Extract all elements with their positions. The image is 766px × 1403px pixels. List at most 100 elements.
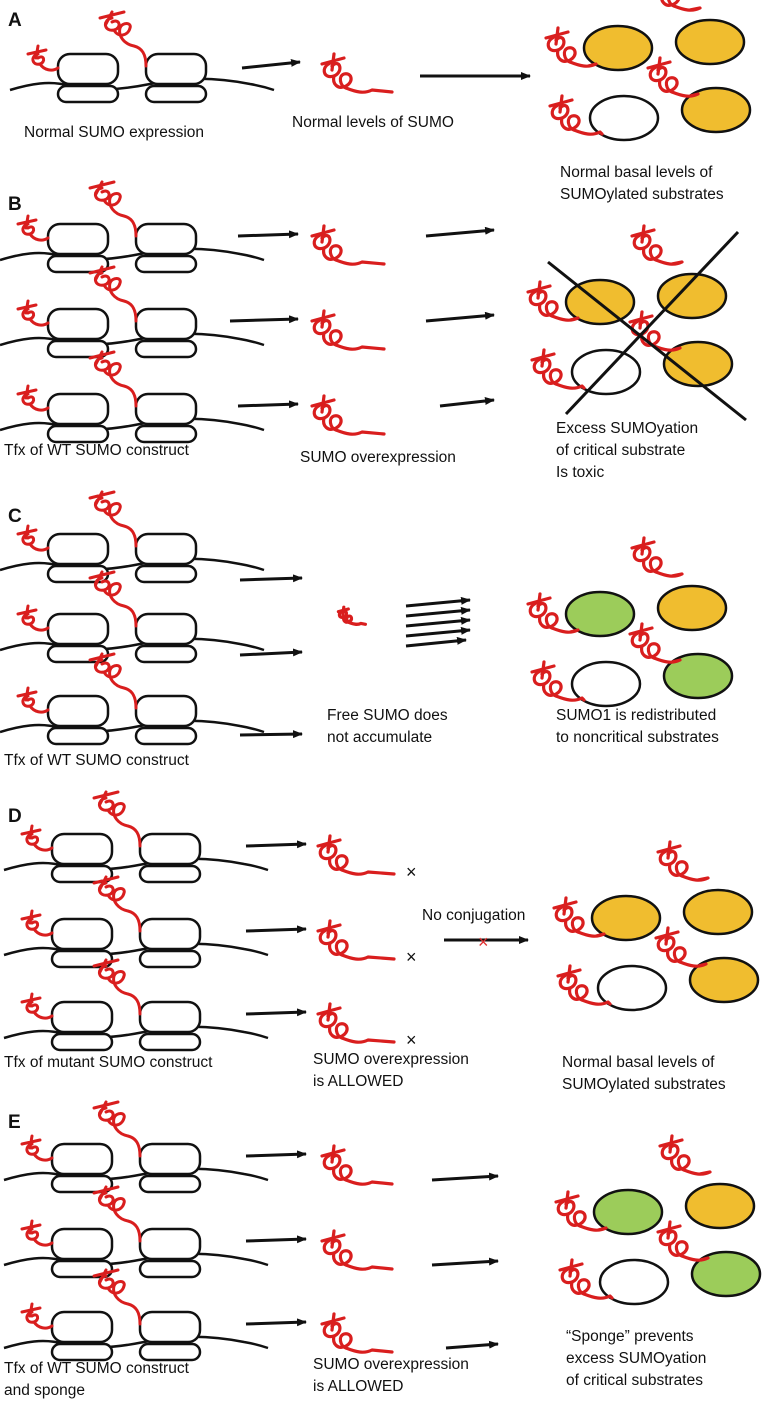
ribosome-construct (3, 1185, 269, 1279)
ribosome-large-subunit (50, 1000, 114, 1034)
small-free-sumo (336, 605, 368, 626)
substrate-cluster (552, 840, 760, 1012)
flow-arrow (239, 730, 303, 739)
ribosome-small-subunit (46, 339, 110, 359)
ribosome-large-subunit (144, 52, 208, 86)
panel-d: ×××× (3, 790, 760, 1052)
panel-a-letter: A (8, 10, 22, 31)
flow-arrow (229, 315, 299, 324)
nascent-sumo-chain (16, 524, 50, 552)
nascent-sumo-chain (88, 350, 138, 408)
ribosome-small-subunit (138, 1342, 202, 1362)
ribosome-small-subunit (46, 254, 110, 274)
flow-arrow (439, 397, 495, 408)
ribosome-construct (3, 875, 269, 969)
conjugated-sumo (654, 926, 708, 968)
panel-e (3, 1100, 762, 1362)
ribosome-small-subunit (134, 254, 198, 274)
ribosome-large-subunit (134, 612, 198, 646)
conjugated-sumo (630, 536, 684, 578)
panel-a (9, 0, 752, 142)
ribosome-small-subunit (138, 1174, 202, 1194)
panel-b-caption-sumo: SUMO overexpression (300, 449, 456, 466)
mutation-x-mark: × (406, 947, 417, 967)
flow-arrow (405, 616, 471, 628)
ribosome-construct (0, 570, 265, 664)
ribosome-large-subunit (50, 832, 114, 866)
ribosome-large-subunit (46, 612, 110, 646)
flow-arrow (245, 925, 307, 934)
no-conjugation-label: No conjugation (422, 907, 525, 924)
nascent-sumo-chain (92, 958, 142, 1016)
ribosome-large-subunit (134, 392, 198, 426)
ribosome-construct (3, 1268, 269, 1362)
ribosome-small-subunit (134, 644, 198, 664)
free-sumo (320, 1144, 394, 1186)
panel-c-letter: C (8, 506, 22, 527)
conjugated-sumo (530, 348, 586, 390)
ribosome-large-subunit (138, 917, 202, 951)
conjugated-sumo (556, 964, 612, 1006)
ribosome-construct (3, 1100, 269, 1194)
green-substrate (662, 652, 734, 700)
mrna-line (3, 1167, 269, 1182)
flow-arrow (405, 636, 467, 648)
panel-d-letter: D (8, 806, 22, 827)
mrna-line (3, 1335, 269, 1350)
nascent-sumo-chain (16, 384, 50, 412)
flow-arrow (445, 1340, 499, 1350)
ribosome-large-subunit (138, 1142, 202, 1176)
yellow-substrate (688, 956, 760, 1004)
conjugated-sumo (656, 1220, 710, 1262)
ribosome-small-subunit (50, 1342, 114, 1362)
substrate-cluster (554, 1134, 762, 1306)
nascent-sumo-chain (88, 180, 138, 238)
yellow-substrate (674, 18, 746, 66)
substrate-cluster (526, 224, 734, 396)
nascent-sumo-chain (16, 686, 50, 714)
mrna-line (3, 1025, 269, 1040)
flow-arrow (425, 226, 495, 238)
yellow-substrate (582, 24, 654, 72)
panel-a-caption-construct: Normal SUMO expression (24, 124, 204, 141)
nascent-sumo-chain (92, 1185, 142, 1243)
ribosome-small-subunit (46, 726, 110, 746)
green-substrate (564, 590, 636, 638)
ribosome-large-subunit (134, 222, 198, 256)
flow-arrow (241, 58, 301, 70)
ribosome-construct (0, 490, 265, 584)
flow-arrow (245, 1008, 307, 1017)
ribosome-small-subunit (144, 84, 208, 104)
yellow-substrate (590, 894, 662, 942)
panel-b-letter: B (8, 194, 22, 215)
nascent-sumo-chain (92, 875, 142, 933)
ribosome-small-subunit (50, 1259, 114, 1279)
yellow-substrate (656, 584, 728, 632)
ribosome-large-subunit (46, 694, 110, 728)
flow-arrow (425, 311, 495, 323)
ribosome-large-subunit (46, 532, 110, 566)
ribosome-small-subunit (134, 424, 198, 444)
mrna-line (3, 942, 269, 957)
mutation-x-mark: × (406, 862, 417, 882)
ribosome-large-subunit (138, 832, 202, 866)
ribosome-large-subunit (138, 1227, 202, 1261)
flow-arrow (239, 648, 303, 657)
nascent-sumo-chain (16, 604, 50, 632)
ribosome-small-subunit (134, 339, 198, 359)
ribosome-large-subunit (50, 917, 114, 951)
conjugated-sumo (526, 592, 580, 634)
ribosome-small-subunit (50, 949, 114, 969)
ribosome-small-subunit (134, 564, 198, 584)
flow-arrow (239, 574, 303, 583)
ribosome-large-subunit (138, 1000, 202, 1034)
ribosome-construct (0, 180, 265, 274)
mrna-line (0, 719, 265, 734)
ribosome-construct (3, 790, 269, 884)
ribosome-large-subunit (134, 307, 198, 341)
mrna-line (0, 557, 265, 572)
